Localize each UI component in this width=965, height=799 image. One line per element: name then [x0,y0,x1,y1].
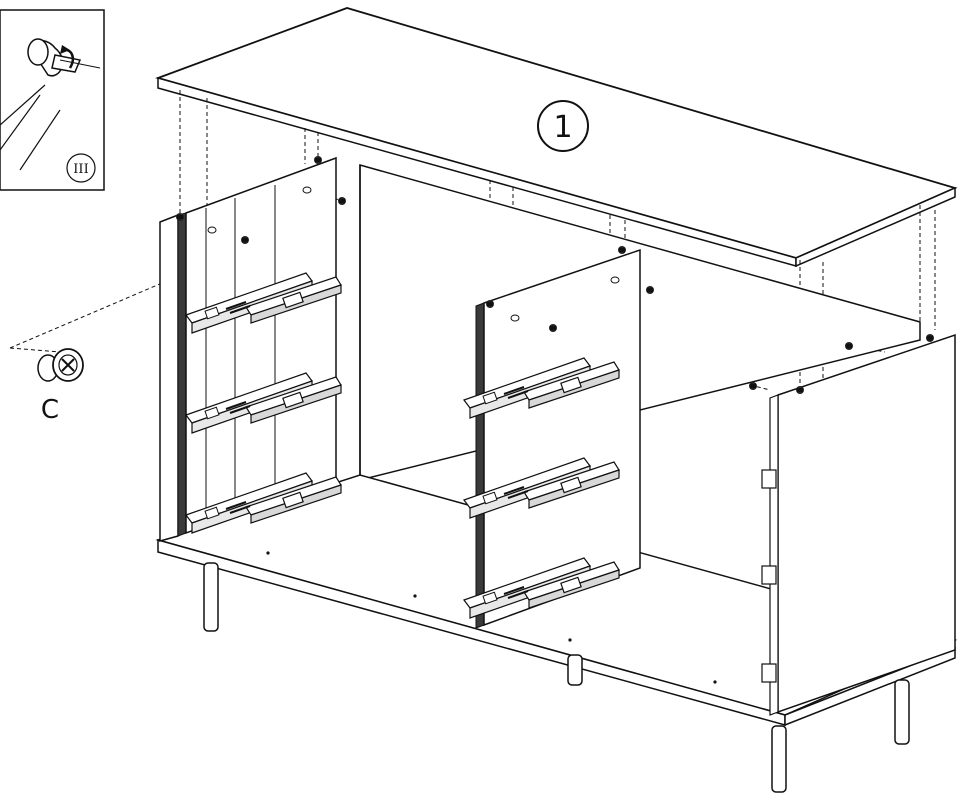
left-side-panel [159,156,337,542]
detail-inset: III [0,9,105,191]
right-side-panel [761,333,956,716]
holes [207,186,620,322]
step-number-badge: 1 [537,100,589,152]
cam-lock-label: C [41,395,59,425]
step-number: 1 [553,110,572,145]
cam-lock-detail-icon [27,38,49,66]
legs [203,562,910,793]
inset-label: III [73,162,88,177]
middle-divider-panel [475,248,641,629]
cam-lock-part: C [37,348,84,425]
